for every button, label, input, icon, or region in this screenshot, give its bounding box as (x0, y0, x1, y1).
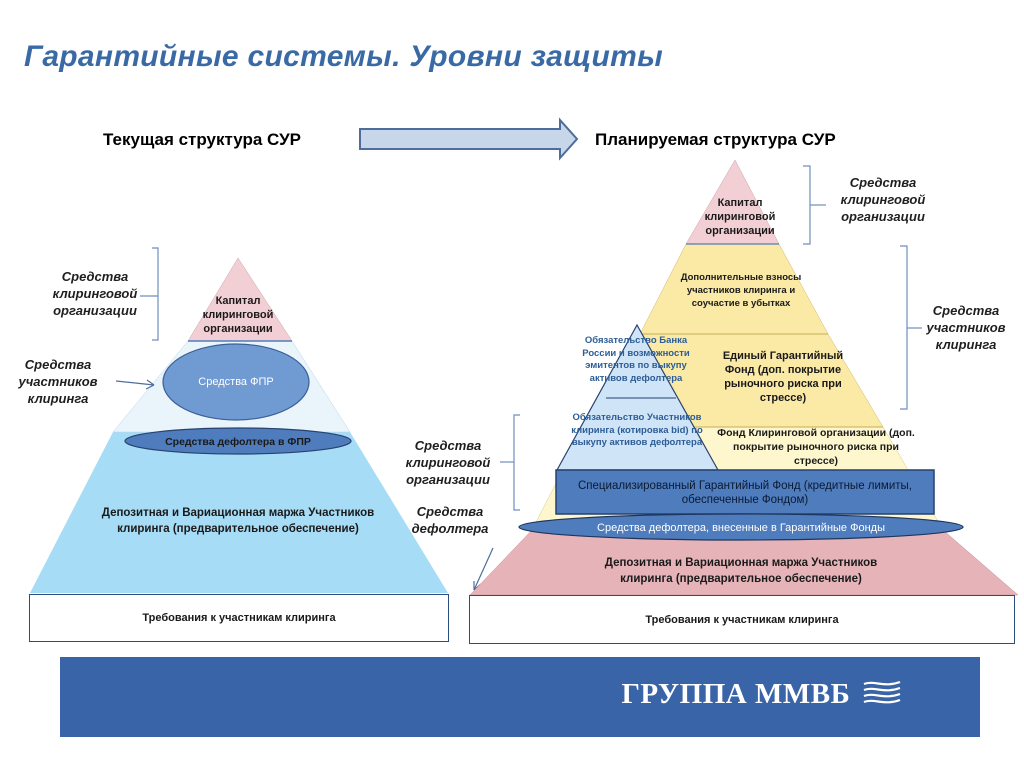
company-logo: ГРУППА ММВБ (621, 678, 902, 711)
logo-text: ГРУППА ММВБ (621, 678, 851, 710)
defaulter-funds-label: Средства дефолтера, внесенные в Гарантий… (597, 522, 885, 534)
planned-structure-header: Планируемая структура СУР (595, 130, 836, 149)
middle-side-label-clearing-org: Средства клиринговой организации (405, 438, 491, 487)
bank-russia-obligation-label: Обязательство Банка России и возможности… (582, 335, 690, 384)
right-side-label-clearing-org: Средства клиринговой организации (840, 175, 926, 224)
left-requirements-box: Требования к участникам клиринга (29, 594, 449, 642)
right-requirements-box: Требования к участникам клиринга (469, 595, 1015, 644)
left-capital-label: Капитал клиринговой организации (202, 295, 274, 335)
fpr-funds-label: Средства ФПР (198, 376, 274, 388)
right-capital-label: Капитал клиринговой организации (704, 197, 776, 237)
defaulter-funds-ellipse (518, 513, 964, 541)
additional-contributions-label: Дополнительные взносы участников клиринг… (680, 272, 802, 309)
fpr-funds-ellipse (162, 343, 310, 421)
right-side-label-participants: Средства участников клиринга (926, 303, 1006, 352)
logo-wave-icon (863, 680, 901, 704)
left-requirements-label: Требования к участникам клиринга (142, 612, 336, 624)
defaulter-fpr-ellipse (124, 427, 352, 455)
current-structure-header: Текущая структура СУР (103, 130, 302, 149)
unified-fund-label: Единый Гарантийный Фонд (доп. покрытие р… (722, 350, 844, 404)
page-title: Гарантийные системы. Уровни защиты (24, 40, 664, 73)
right-requirements-label: Требования к участникам клиринга (645, 613, 839, 626)
left-margin-label: Депозитная и Вариационная маржа Участник… (101, 507, 375, 535)
clearing-org-fund-label: Фонд Клиринговой организации (доп. покры… (717, 427, 915, 467)
left-side-label-clearing-org: Средства клиринговой организации (52, 269, 138, 318)
left-side-label-participants: Средства участников клиринга (18, 357, 98, 406)
middle-side-label-defaulter: Средства дефолтера (411, 504, 489, 536)
footer-banner: ГРУППА ММВБ (60, 657, 980, 737)
specialized-fund-label: Специализированный Гарантийный Фонд (кре… (578, 480, 912, 506)
defaulter-fpr-label: Средства дефолтера в ФПР (165, 436, 311, 448)
left-margin-layer (30, 432, 448, 593)
transition-arrow (359, 117, 579, 161)
participants-obligation-label: Обязательство Участников клиринга (котир… (571, 412, 703, 448)
right-margin-label: Депозитная и Вариационная маржа Участник… (604, 557, 878, 585)
